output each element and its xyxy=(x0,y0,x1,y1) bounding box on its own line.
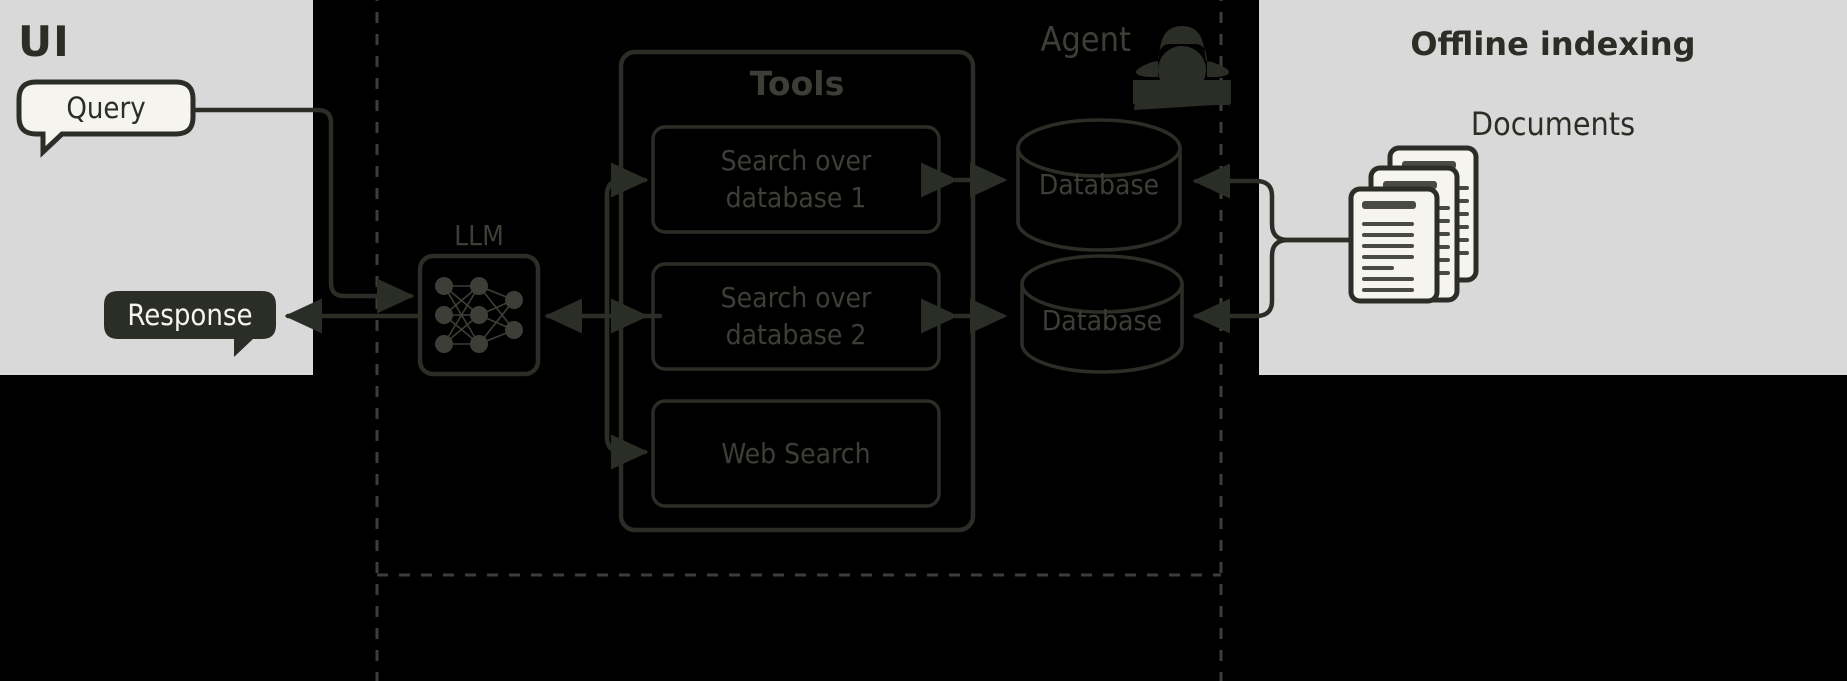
neural-network-nodes xyxy=(435,277,523,353)
edge-llm-to-tool-1 xyxy=(604,162,649,319)
documents-stack-icon xyxy=(1348,145,1479,304)
tool-box-web-search[interactable] xyxy=(651,399,941,508)
tool-label-line-2: database 2 xyxy=(725,317,867,351)
query-bubble-label: Query xyxy=(66,91,146,125)
tool-label-search-database-2: Search over database 2 xyxy=(653,264,939,369)
response-bubble-label: Response xyxy=(127,298,253,332)
tool-label-line-1: Search over xyxy=(720,280,872,314)
agent-label: Agent xyxy=(1040,20,1131,60)
tool-label-line-2: database 1 xyxy=(725,180,867,214)
ui-panel-title: UI xyxy=(18,17,70,66)
tools-container xyxy=(618,49,976,533)
edge-documents-to-database-2 xyxy=(1192,237,1352,334)
offline-panel-title: Offline indexing xyxy=(1410,25,1696,63)
database-1-label: Database xyxy=(1038,168,1160,201)
database-2 xyxy=(1020,254,1184,374)
tools-title: Tools xyxy=(749,64,845,103)
tool-label-line-1: Search over xyxy=(720,143,872,177)
database-2-label: Database xyxy=(1041,304,1163,337)
query-bubble[interactable] xyxy=(16,79,196,158)
llm-box[interactable] xyxy=(417,253,541,377)
database-1 xyxy=(1016,118,1182,252)
edge-llm-to-tool-3 xyxy=(604,313,649,470)
documents-label: Documents xyxy=(1470,105,1636,143)
llm-label: LLM xyxy=(454,219,504,252)
response-bubble[interactable] xyxy=(104,291,276,357)
spy-agent-body xyxy=(1133,80,1231,104)
tool-label-web-search: Web Search xyxy=(721,437,871,470)
tool-label-search-database-1: Search over database 1 xyxy=(653,127,939,232)
edge-query-to-llm xyxy=(190,107,415,314)
